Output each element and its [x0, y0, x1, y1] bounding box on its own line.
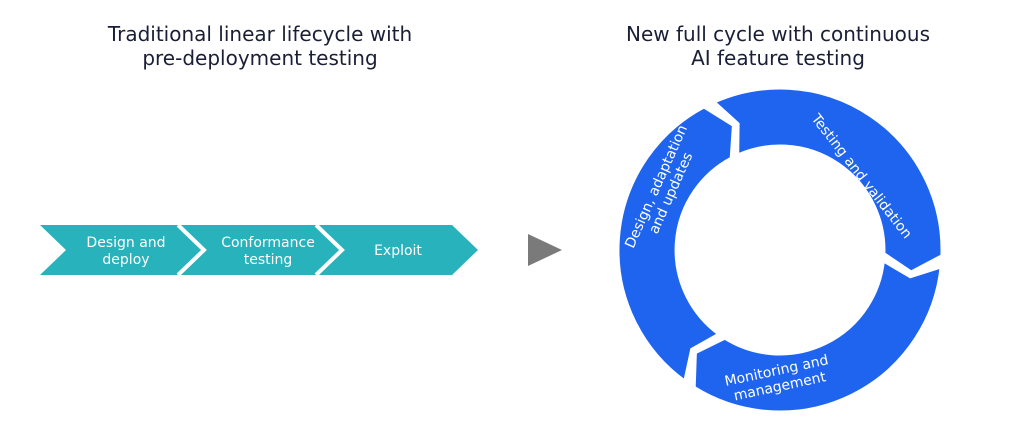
linear-flow: Design and deploy Conformance testing Ex… [40, 223, 478, 277]
chevron-shape [40, 225, 204, 275]
chevron-separator [314, 223, 345, 277]
chevron-label-line2: testing [244, 252, 293, 268]
chevron-label-line1: Design and [86, 235, 165, 251]
chevron-exploit: Exploit [316, 225, 478, 275]
linear-lifecycle-title: Traditional linear lifecycle with pre-de… [60, 22, 460, 70]
play-arrow-icon [528, 234, 562, 266]
linear-lifecycle-title-line2: pre-deployment testing [142, 46, 378, 70]
full-cycle-title-line2: AI feature testing [691, 46, 865, 70]
chevron-label-line1: Conformance [221, 235, 315, 251]
chevron-shape [316, 225, 478, 275]
continuous-cycle-ring [616, 86, 944, 414]
chevron-label: Exploit [374, 243, 422, 259]
full-cycle-title: New full cycle with continuous AI featur… [578, 22, 978, 70]
linear-lifecycle-title-line1: Traditional linear lifecycle with [107, 22, 413, 46]
ring-segment-testing-validation [711, 86, 944, 274]
chevron-label-line2: deploy [102, 252, 149, 268]
chevron-separators [176, 223, 345, 277]
ring-segment-monitoring-management [692, 258, 943, 414]
chevron-conformance-testing: Conformance testing [178, 225, 342, 275]
chevron-design-deploy: Design and deploy [40, 225, 204, 275]
chevron-separator [176, 223, 207, 277]
full-cycle-title-line1: New full cycle with continuous [626, 22, 930, 46]
ring-segment-design-adaptation [616, 105, 735, 384]
chevron-shape [178, 225, 342, 275]
